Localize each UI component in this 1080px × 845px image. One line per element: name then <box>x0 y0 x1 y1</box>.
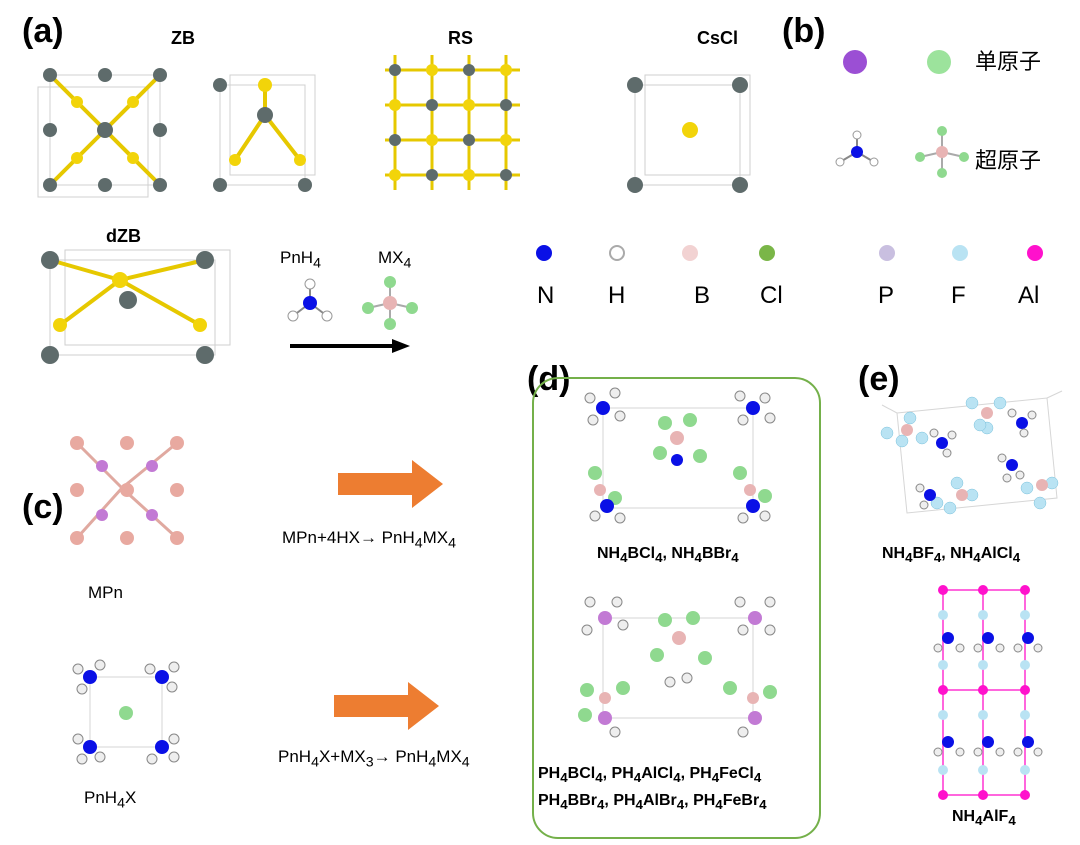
legend-dot-p <box>879 245 895 261</box>
legend-dot-cl <box>759 245 775 261</box>
super-atom-bcl4-icon <box>915 126 969 178</box>
pnh4x-label: PnH4X <box>84 788 137 812</box>
nh4bcl4-structure <box>584 387 776 524</box>
reaction-equation-1: MPn+4HX→ PnH4MX4 <box>282 528 456 552</box>
title-dzb: dZB <box>106 226 141 246</box>
pnh4-molecule-icon <box>287 278 333 322</box>
panel-label-a: (a) <box>22 12 64 50</box>
legend-label-n: N <box>537 282 555 309</box>
title-cscl: CsCl <box>697 28 739 48</box>
nh4bcl4-nh4bbr4-label: NH4BCl4, NH4BBr4 <box>597 545 739 566</box>
rs-structure <box>385 55 520 190</box>
legend-label-al: Al <box>1018 282 1040 309</box>
reaction-equation-2: PnH4X+MX3→ PnH4MX4 <box>278 747 470 771</box>
black-arrow-icon <box>290 339 410 353</box>
pnh4-label: PnH4 <box>280 248 321 272</box>
legend-label-f: F <box>951 282 966 309</box>
panel-label-c: (c) <box>22 488 64 526</box>
single-atom-purple-icon <box>843 50 867 74</box>
legend-label-p: P <box>878 282 895 309</box>
legend-dots <box>536 245 1043 261</box>
legend-label-b: B <box>694 282 711 309</box>
ph4-series-label-1: PH4BCl4, PH4AlCl4, PH4FeCl4 <box>538 765 762 786</box>
legend-label-cl: Cl <box>760 282 783 309</box>
zb-cubic-structure <box>37 68 167 198</box>
mx4-label: MX4 <box>378 248 412 272</box>
panel-label-e: (e) <box>858 360 900 398</box>
nh4alf4-structure <box>933 585 1043 800</box>
title-rs: RS <box>448 28 474 48</box>
orange-arrow-icon-2 <box>334 682 439 730</box>
single-atom-green-icon <box>927 50 951 74</box>
nh4alf4-label: NH4AlF4 <box>952 808 1016 829</box>
legend-dot-n <box>536 245 552 261</box>
cscl-structure <box>627 74 751 193</box>
legend-dot-al <box>1027 245 1043 261</box>
legend-dot-b <box>682 245 698 261</box>
ph4bcl4-structure <box>578 596 777 738</box>
super-atom-label: 超原子 <box>975 148 1042 173</box>
mpn-structure <box>70 436 184 545</box>
panel-label-b: (b) <box>782 12 826 50</box>
orange-arrow-icon-1 <box>338 460 443 508</box>
title-zb: ZB <box>171 28 195 48</box>
mpn-label: MPn <box>88 583 123 602</box>
legend-dot-h <box>609 245 625 261</box>
super-atom-nh4-icon <box>835 130 879 167</box>
dzb-structure <box>41 249 231 364</box>
mx4-molecule-icon <box>362 276 418 330</box>
panel-d-box <box>532 377 821 839</box>
nh4bf4-structure <box>880 390 1063 515</box>
legend-dot-f <box>952 245 968 261</box>
zb-primitive-structure <box>213 74 316 192</box>
pnh4x-structure <box>72 659 180 765</box>
nh4-unit <box>83 670 169 754</box>
single-atom-label: 单原子 <box>975 49 1042 74</box>
ph4-series-label-2: PH4BBr4, PH4AlBr4, PH4FeBr4 <box>538 792 767 813</box>
legend-label-h: H <box>608 282 626 309</box>
nh4bf4-nh4alcl4-label: NH4BF4, NH4AlCl4 <box>882 545 1021 566</box>
